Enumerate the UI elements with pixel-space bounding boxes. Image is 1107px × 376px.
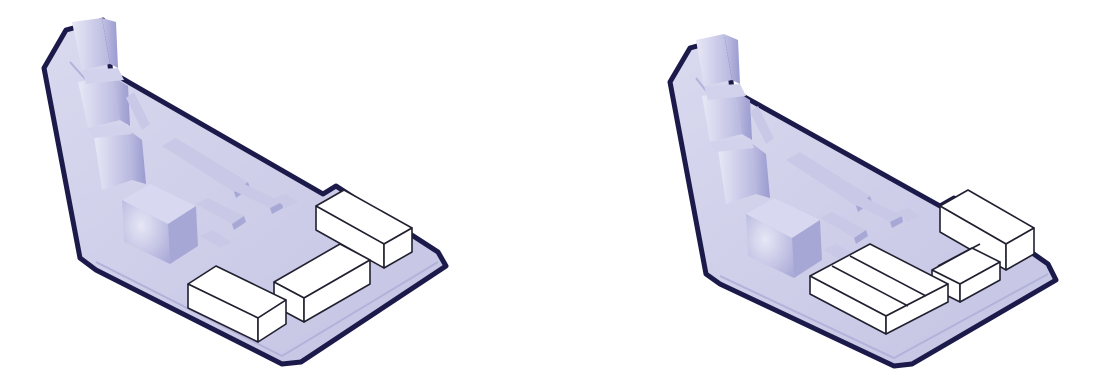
site-model-right-drawing: [560, 0, 1107, 376]
site-model-left-drawing: [0, 0, 560, 376]
site-model-left: [0, 0, 560, 376]
site-model-right: [560, 0, 1107, 376]
